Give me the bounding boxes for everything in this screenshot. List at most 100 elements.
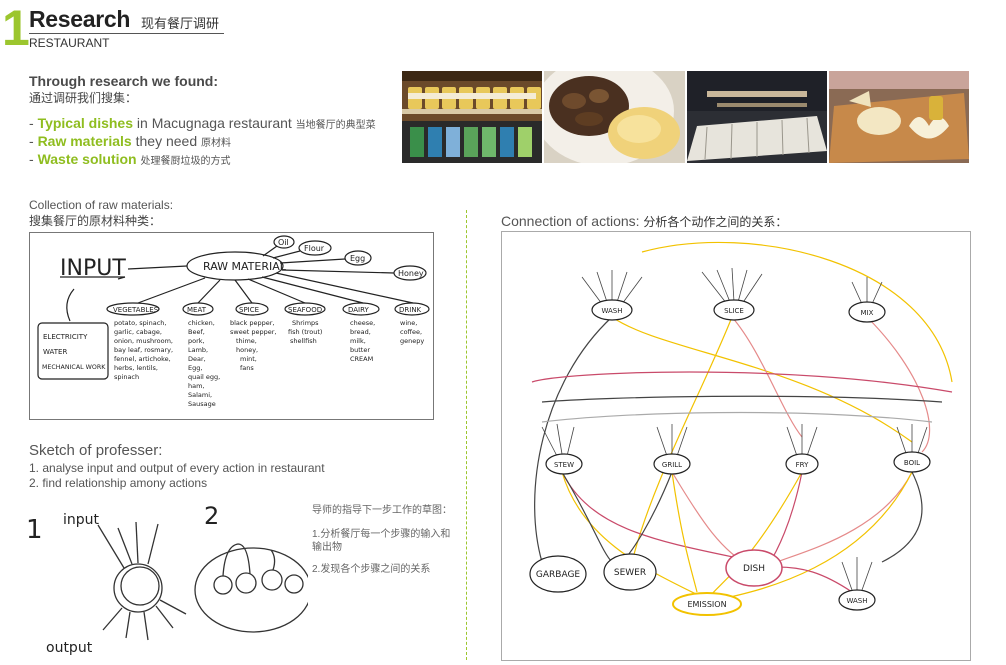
professor-note-cn: 2.发现各个步骤之间的关系 <box>312 564 431 575</box>
professor-step: 2. find relationship amony actions <box>29 476 208 490</box>
meat-item: Salami, <box>188 391 212 399</box>
sketch-number-2: 2 <box>204 502 219 530</box>
page-title-cn: 现有餐厅调研 <box>141 16 220 31</box>
drink-item: genepy <box>400 337 424 345</box>
veg-item: bay leaf, rosmary, <box>114 346 173 354</box>
spice-item: mint, <box>240 355 257 363</box>
finding-key: Raw materials <box>37 133 132 149</box>
dairy-item: bread, <box>350 328 371 336</box>
photo-cheese-board <box>829 71 969 163</box>
input-label: INPUT <box>60 256 126 281</box>
page-title: Research <box>29 6 131 32</box>
photo-mushroom-dish <box>544 71 685 163</box>
title-underline <box>29 33 224 34</box>
category-vegetables: VEGETABLES <box>113 306 159 314</box>
finding-key: Typical dishes <box>37 115 134 131</box>
raw-materials-sketch: INPUT RAW MATERIAL Oil Flour Egg Honey E… <box>29 232 434 420</box>
meat-item: Beef, <box>188 328 205 336</box>
node-wash-dishes: WASH <box>846 597 867 605</box>
seafood-item: Shrimps <box>292 319 319 327</box>
extra-egg: Egg <box>350 254 365 263</box>
category-drink: DRINK <box>399 306 422 314</box>
sketch-output: output <box>46 640 93 656</box>
spice-item: thime, <box>236 337 257 345</box>
professor-note-cn: 1.分析餐厅每一个步骤的输入和 <box>312 529 451 540</box>
professor-note-cn: 输出物 <box>312 542 342 553</box>
actions-label: Connection of actions: 分析各个动作之间的关系： <box>501 213 787 230</box>
energy-electricity: ELECTRICITY <box>43 333 88 341</box>
extra-honey: Honey <box>398 269 424 278</box>
page-subtitle: RESTAURANT <box>29 36 110 50</box>
node-boil: BOIL <box>904 459 920 467</box>
finding-cn: 原材料 <box>201 138 232 149</box>
node-slice: SLICE <box>724 307 744 315</box>
professor-sketch: 1 input 2 output <box>18 500 312 660</box>
drink-item: wine, <box>400 319 417 327</box>
node-stew: STEW <box>554 461 574 469</box>
meat-item: Sausage <box>188 400 216 408</box>
raw-material-center: RAW MATERIAL <box>203 260 287 273</box>
energy-water: WATER <box>43 348 67 356</box>
meat-item: Lamb, <box>188 346 208 354</box>
professor-step: 1. analyse input and output of every act… <box>29 461 325 475</box>
seafood-item: shellfish <box>290 337 317 345</box>
category-spice: SPICE <box>239 306 259 314</box>
meat-item: pork, <box>188 337 205 345</box>
drink-item: coffee, <box>400 328 422 336</box>
meat-item: chicken, <box>188 319 215 327</box>
finding-cn: 当地餐厅的典型菜 <box>295 120 376 131</box>
energy-mechanical: MECHANICAL WORK <box>42 364 106 371</box>
node-garbage: GARBAGE <box>536 570 581 580</box>
finding-rest: they need <box>131 133 198 149</box>
dairy-item: CREAM <box>350 355 373 363</box>
node-fry: FRY <box>796 461 809 469</box>
spice-item: fans <box>240 364 254 372</box>
node-wash: WASH <box>601 307 622 315</box>
section-number: 1 <box>2 0 30 56</box>
professor-note-title-cn: 导师的指导下一步工作的草图： <box>312 505 452 516</box>
veg-item: fennel, artichoke, <box>114 355 171 363</box>
node-emission: EMISSION <box>687 600 726 609</box>
category-seafood: SEAFOOD <box>288 306 322 314</box>
veg-item: spinach <box>114 373 139 381</box>
photo-jars-on-shelf <box>402 71 542 163</box>
professor-label: Sketch of professer: <box>29 442 163 459</box>
finding-cn: 处理餐厨垃圾的方式 <box>140 156 231 167</box>
column-divider <box>466 210 467 660</box>
meat-item: Dear, <box>188 355 206 363</box>
extra-flour: Flour <box>304 244 325 253</box>
meat-item: Egg, <box>188 364 202 372</box>
spice-item: black pepper, <box>230 319 274 327</box>
node-grill: GRILL <box>662 461 682 469</box>
findings-heading: Through research we found: <box>29 73 219 89</box>
sketch-number-1: 1 <box>26 515 43 545</box>
category-dairy: DAIRY <box>348 306 370 314</box>
raw-materials-label-cn: 搜集餐厅的原材料种类： <box>29 214 162 228</box>
spice-item: honey, <box>236 346 258 354</box>
sketch-input: input <box>63 512 100 528</box>
veg-item: garlic, cabage, <box>114 328 162 336</box>
seafood-item: fish (trout) <box>288 328 322 336</box>
actions-label-en: Connection of actions: <box>501 213 640 229</box>
dairy-item: cheese, <box>350 319 375 327</box>
veg-item: herbs, lentils, <box>114 364 158 372</box>
node-mix: MIX <box>861 309 874 317</box>
raw-materials-label: Collection of raw materials: <box>29 198 174 212</box>
meat-item: quail egg, <box>188 373 220 381</box>
category-meat: MEAT <box>187 306 207 314</box>
node-sewer: SEWER <box>614 568 646 578</box>
veg-item: onion, mushroom, <box>114 337 173 345</box>
node-dish: DISH <box>743 564 765 574</box>
dairy-item: butter <box>350 346 370 354</box>
extra-oil: Oil <box>278 238 289 247</box>
finding-item: - Waste solution 处理餐厨垃圾的方式 <box>29 151 231 167</box>
findings-heading-cn: 通过调研我们搜集： <box>29 91 138 105</box>
meat-item: ham, <box>188 382 205 390</box>
actions-label-cn: 分析各个动作之间的关系： <box>643 215 788 229</box>
actions-diagram: WASH SLICE MIX STEW GRILL FRY BOIL GARBA… <box>501 231 971 661</box>
dairy-item: milk, <box>350 337 366 345</box>
finding-key: Waste solution <box>37 151 137 167</box>
photo-cheese-cellar <box>687 71 827 163</box>
spice-item: sweet pepper, <box>230 328 276 336</box>
finding-item: - Raw materials they need 原材料 <box>29 133 232 149</box>
